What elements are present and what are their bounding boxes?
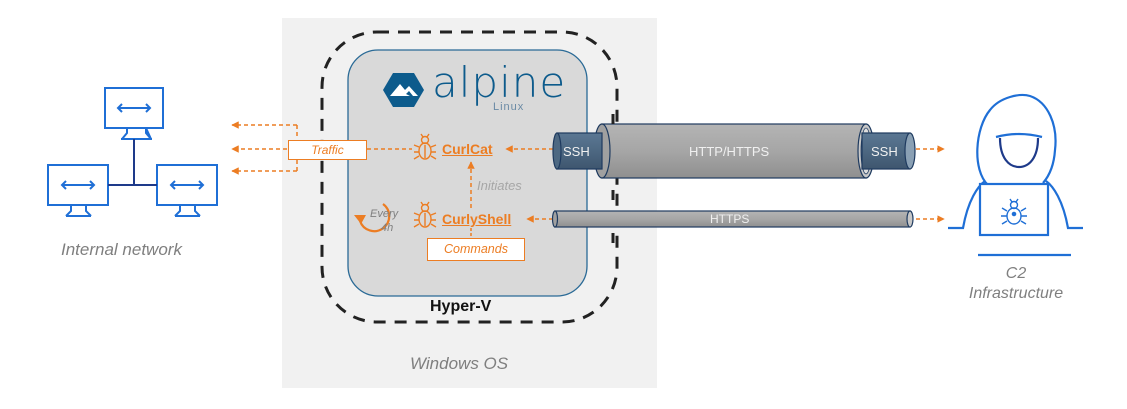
alpine-logo-sub: Linux	[493, 101, 525, 113]
every-4h-cycle-icon	[358, 203, 391, 233]
curlyshell-label: CurlyShell	[442, 211, 512, 227]
every-label: Every	[370, 208, 399, 220]
alpine-mountain-hexagon-icon	[383, 73, 424, 107]
hooded-hacker-icon	[948, 93, 1083, 257]
c2-label-line1-text: C2	[1005, 265, 1027, 282]
ssh-left-tunnel	[552, 132, 603, 170]
alpine-logo-word: alpine	[432, 58, 567, 107]
cycle-arrowhead	[354, 215, 366, 224]
network-connector-lines	[108, 139, 157, 186]
https-label: HTTPS	[710, 212, 750, 226]
windows-os-label: Windows OS	[410, 354, 509, 373]
curlcat-bug-icon	[413, 133, 437, 160]
http-https-label: HTTP/HTTPS	[689, 144, 770, 159]
outbound-arrows	[916, 145, 945, 223]
commands-label: Commands	[427, 238, 525, 261]
traffic-label: Traffic	[288, 140, 367, 160]
initiates-label: Initiates	[477, 178, 522, 193]
c2-bug-icon	[1001, 198, 1027, 225]
traffic-arrows	[231, 121, 412, 175]
ssh-right-tunnel	[861, 132, 916, 170]
hyperv-label: Hyper-V	[430, 298, 492, 315]
network-computers-icon	[47, 87, 218, 217]
c2-label-line2-text: Infrastructure	[968, 285, 1064, 302]
ssh-right-label: SSH	[871, 144, 898, 159]
ssh-left-label: SSH	[563, 144, 590, 159]
curlyshell-bug-icon	[413, 201, 437, 228]
internal-network-label: Internal network	[61, 240, 182, 259]
alpine-vm-box	[347, 49, 588, 297]
https-tunnel	[551, 210, 914, 228]
curlcat-label: CurlCat	[442, 141, 493, 157]
interval-label: 4h	[381, 222, 394, 234]
inbound-arrows	[505, 145, 553, 223]
